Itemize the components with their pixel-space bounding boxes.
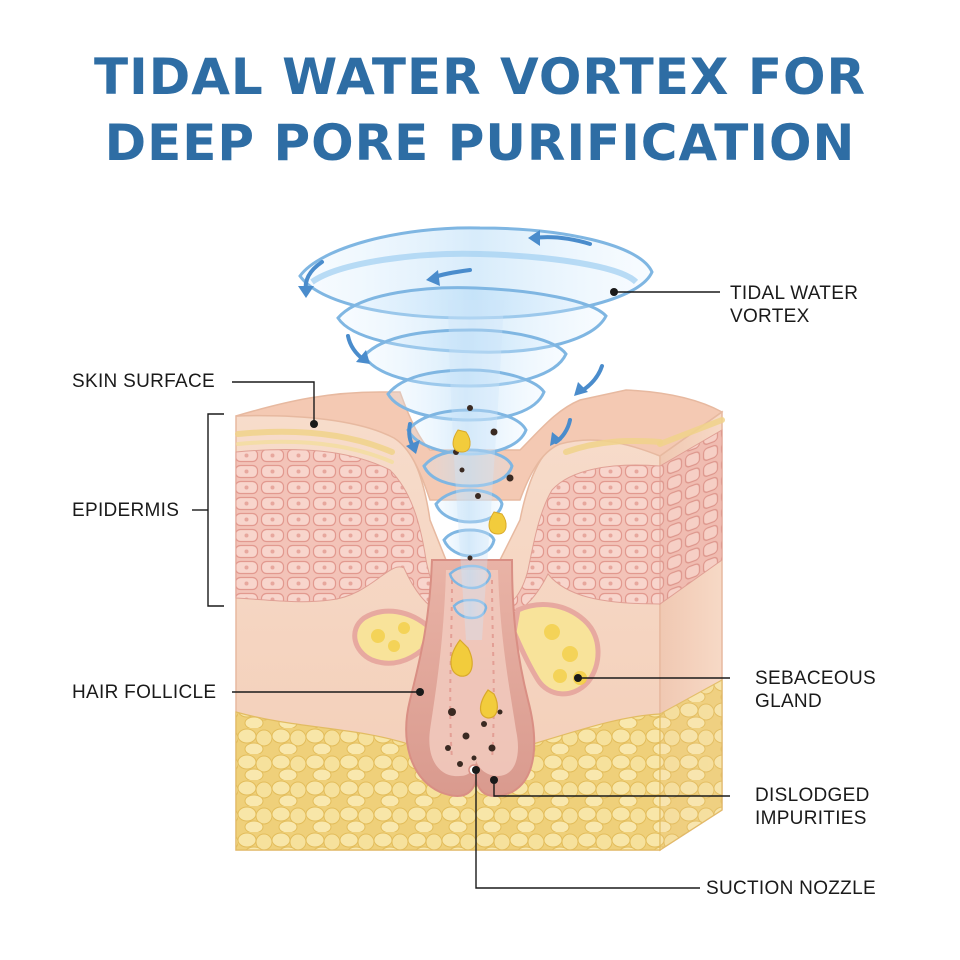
- vortex-impurities: [453, 405, 514, 561]
- label-epidermis: EPIDERMIS: [72, 500, 180, 521]
- epidermis-side: [659, 429, 723, 605]
- label-suction-nozzle: SUCTION NOZZLE: [706, 878, 876, 899]
- epidermis-layer-right: [498, 464, 661, 615]
- label-tidal-water-vortex: TIDAL WATER VORTEX: [730, 282, 858, 328]
- label-skin-surface: SKIN SURFACE: [72, 371, 215, 392]
- dislodged-impurities: [445, 708, 503, 767]
- skin-block: [235, 389, 725, 852]
- label-impurities-line1: DISLODGED: [755, 785, 870, 806]
- sebaceous-gland-right: [511, 602, 601, 697]
- flow-arrowheads: [298, 230, 588, 454]
- label-hair-follicle: HAIR FOLLICLE: [72, 682, 217, 703]
- label-sebaceous-gland: SEBACEOUS GLAND: [755, 667, 876, 713]
- title-line-2: DEEP PORE PURIFICATION: [104, 114, 856, 172]
- label-impurities-line2: IMPURITIES: [755, 808, 867, 829]
- fat-layer-side: [659, 678, 723, 852]
- leader-dots: [310, 288, 618, 784]
- label-sebaceous-line2: GLAND: [755, 691, 822, 712]
- label-tidal-water-vortex-line1: TIDAL WATER: [730, 283, 859, 304]
- label-dislodged-impurities: DISLODGED IMPURITIES: [755, 784, 870, 830]
- label-tidal-water-vortex-line2: VORTEX: [730, 306, 810, 327]
- leader-lines: [192, 291, 730, 889]
- page-title: TIDAL WATER VORTEX FOR DEEP PORE PURIFIC…: [0, 44, 960, 176]
- sebaceous-gland-left: [352, 608, 433, 666]
- title-line-1: TIDAL WATER VORTEX FOR: [93, 48, 867, 106]
- tidal-water-vortex: [298, 226, 654, 640]
- label-sebaceous-line1: SEBACEOUS: [755, 668, 876, 689]
